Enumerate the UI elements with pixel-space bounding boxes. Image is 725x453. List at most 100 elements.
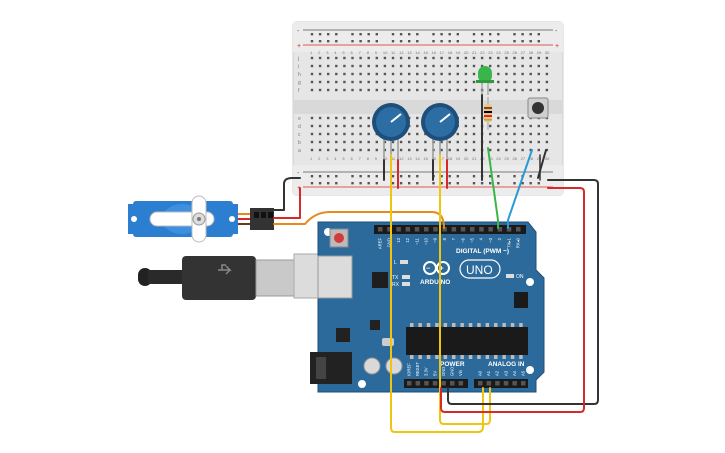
breadboard-hole[interactable] [367,72,370,76]
breadboard-hole[interactable] [529,64,532,68]
rail-hole[interactable] [310,175,314,178]
rail-hole[interactable] [310,182,314,185]
digital-pin-hole[interactable] [451,227,457,232]
breadboard-hole[interactable] [489,148,492,152]
breadboard-hole[interactable] [343,140,346,144]
breadboard-hole[interactable] [351,56,354,60]
breadboard-hole[interactable] [513,140,516,144]
breadboard-hole[interactable] [375,140,378,144]
rail-hole[interactable] [440,33,443,36]
breadboard-hole[interactable] [327,132,330,136]
rail-hole[interactable] [456,33,459,36]
breadboard-hole[interactable] [367,80,370,84]
rail-hole[interactable] [391,175,395,178]
rail-hole[interactable] [480,40,484,43]
breadboard-hole[interactable] [318,80,322,84]
breadboard-hole[interactable] [335,80,338,84]
power-pin-hole[interactable] [450,381,455,386]
digital-pin-hole[interactable] [516,227,521,232]
breadboard-hole[interactable] [464,140,468,144]
breadboard-hole[interactable] [351,132,354,136]
breadboard-hole[interactable] [351,80,354,84]
led-icon[interactable] [478,66,492,83]
breadboard-hole[interactable] [529,80,532,84]
breadboard-hole[interactable] [480,56,484,60]
rail-hole[interactable] [440,182,443,185]
breadboard-hole[interactable] [513,64,516,68]
breadboard-hole[interactable] [335,116,338,120]
breadboard-hole[interactable] [472,132,476,136]
rail-hole[interactable] [351,182,354,185]
breadboard-hole[interactable] [456,80,459,84]
breadboard-hole[interactable] [456,148,459,152]
breadboard-hole[interactable] [537,64,540,68]
pushbutton[interactable] [527,97,549,119]
digital-pin-hole[interactable] [378,227,383,232]
digital-pin-hole[interactable] [396,227,401,232]
breadboard-hole[interactable] [408,72,411,76]
breadboard-hole[interactable] [359,88,362,92]
breadboard-hole[interactable] [529,88,532,92]
breadboard-hole[interactable] [440,88,443,92]
breadboard-hole[interactable] [424,56,427,60]
breadboard-hole[interactable] [399,64,403,68]
breadboard-hole[interactable] [310,88,314,92]
breadboard-hole[interactable] [367,148,370,152]
breadboard-hole[interactable] [424,64,427,68]
breadboard-hole[interactable] [391,140,395,144]
breadboard-hole[interactable] [318,56,322,60]
breadboard-hole[interactable] [327,116,330,120]
wire-yellow-pot1-a0[interactable] [390,154,484,433]
breadboard-hole[interactable] [327,56,330,60]
wire-red-servo-power[interactable] [273,187,301,219]
rail-hole[interactable] [456,182,459,185]
breadboard-hole[interactable] [327,72,330,76]
analog-header[interactable] [474,379,528,388]
servo-motor[interactable] [128,195,274,243]
wires[interactable] [273,94,599,433]
rail-hole[interactable] [310,33,314,36]
breadboard-hole[interactable] [545,88,549,92]
breadboard-hole[interactable] [513,88,516,92]
digital-pin-hole[interactable] [460,227,466,232]
breadboard-hole[interactable] [497,56,500,60]
rail-hole[interactable] [416,175,419,178]
breadboard-hole[interactable] [408,88,411,92]
breadboard-hole[interactable] [318,140,322,144]
breadboard-hole[interactable] [545,64,549,68]
analog-pin-hole[interactable] [512,381,517,386]
breadboard-hole[interactable] [335,148,338,152]
rail-hole[interactable] [408,40,411,43]
power-pin-hole[interactable] [432,381,438,386]
breadboard-hole[interactable] [408,148,411,152]
digital-pin-hole[interactable] [442,227,447,232]
rail-hole[interactable] [318,33,322,36]
breadboard-hole[interactable] [359,148,362,152]
breadboard-hole[interactable] [448,140,451,144]
analog-pin-hole[interactable] [503,381,509,386]
breadboard-hole[interactable] [505,80,508,84]
rail-hole[interactable] [529,182,532,185]
breadboard-hole[interactable] [521,148,524,152]
breadboard-hole[interactable] [440,56,443,60]
rail-hole[interactable] [367,33,370,36]
breadboard-hole[interactable] [456,132,459,136]
breadboard-hole[interactable] [375,148,378,152]
rail-hole[interactable] [456,40,459,43]
breadboard-hole[interactable] [497,148,500,152]
breadboard-hole[interactable] [399,88,403,92]
rail-hole[interactable] [391,33,395,36]
breadboard-hole[interactable] [464,124,468,128]
breadboard-hole[interactable] [440,80,443,84]
rail-hole[interactable] [367,175,370,178]
rail-hole[interactable] [416,182,419,185]
breadboard-hole[interactable] [489,132,492,136]
breadboard-hole[interactable] [351,116,354,120]
rail-hole[interactable] [335,175,338,178]
breadboard-hole[interactable] [327,148,330,152]
rail-hole[interactable] [537,182,540,185]
digital-pin-hole[interactable] [506,227,512,232]
rail-hole[interactable] [310,40,314,43]
rail-hole[interactable] [448,40,451,43]
wire-black-rail-gnd[interactable] [447,179,599,405]
